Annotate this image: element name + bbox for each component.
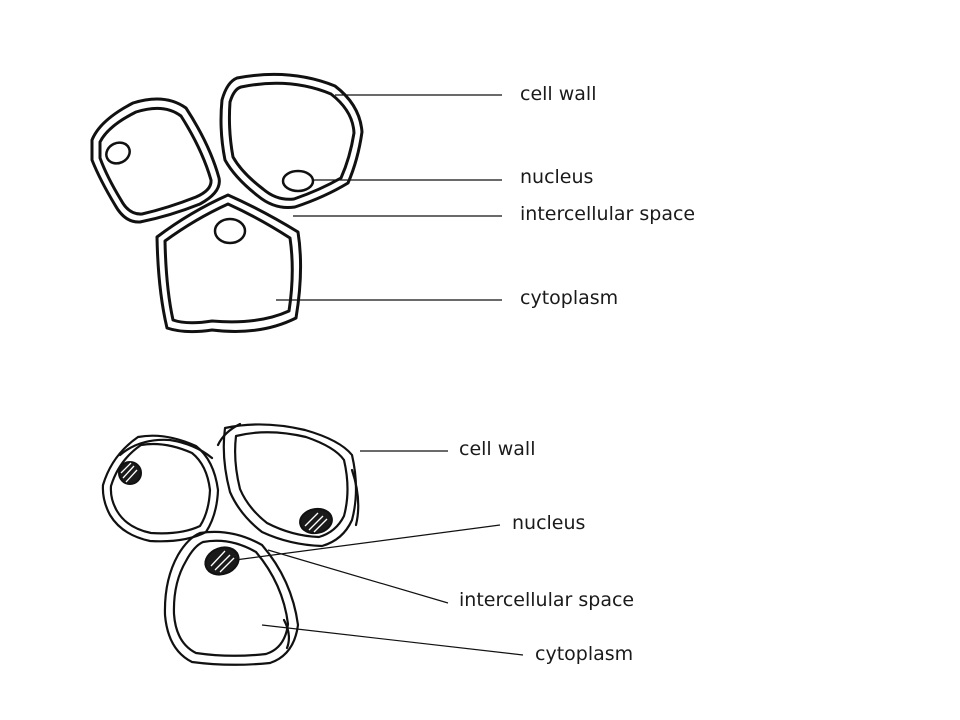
- bottom-leader-nucleus: [234, 524, 501, 561]
- bottom-cell-bottom-inner-wall: [172, 539, 290, 657]
- top-cell-bottom-outer-wall: [155, 193, 303, 334]
- bottom-cell-left: [101, 434, 220, 543]
- top-cell-left-nucleus: [105, 141, 131, 165]
- bottom-cell-right-outer-wall: [222, 423, 358, 548]
- top-cell-left-outer-wall: [90, 97, 221, 224]
- top-cell-right-outer-wall: [219, 72, 364, 209]
- bottom-cell-bottom: [163, 530, 300, 666]
- diagram-bottom: cell wall nucleus intercellular space cy…: [101, 422, 634, 666]
- top-cell-left: [90, 97, 221, 224]
- top-cell-left-inner-wall: [98, 106, 213, 216]
- bottom-leader-intercellular-space: [267, 549, 449, 604]
- diagram-top: cell wall nucleus intercellular space cy…: [90, 72, 695, 334]
- bottom-label-cell-wall: cell wall: [459, 438, 535, 460]
- top-cell-bottom: [155, 193, 303, 334]
- bottom-cell-right-inner-wall: [234, 431, 349, 539]
- top-label-cytoplasm: cytoplasm: [520, 287, 618, 309]
- bottom-cell-bottom-outer-wall: [163, 530, 300, 666]
- top-label-intercellular-space: intercellular space: [520, 203, 695, 225]
- bottom-label-cytoplasm: cytoplasm: [535, 643, 633, 665]
- bottom-cell-left-nucleus: [118, 461, 142, 485]
- bottom-leader-cytoplasm: [261, 624, 524, 656]
- bottom-cell-right: [216, 422, 360, 548]
- bottom-label-intercellular-space: intercellular space: [459, 589, 634, 611]
- bottom-cell-left-inner-wall: [109, 442, 212, 535]
- top-cell-bottom-inner-wall: [163, 202, 294, 325]
- bottom-cell-left-outer-wall: [101, 434, 220, 543]
- top-cell-right: [219, 72, 364, 209]
- bottom-cell-right-nucleus: [299, 507, 333, 535]
- top-cell-right-nucleus: [281, 169, 315, 193]
- bottom-cell-right-sketch-stroke: [216, 422, 360, 527]
- bottom-cell-bottom-sketch-stroke: [282, 618, 291, 650]
- bottom-label-nucleus: nucleus: [512, 512, 585, 534]
- top-label-nucleus: nucleus: [520, 166, 593, 188]
- bottom-cell-bottom-nucleus: [204, 546, 240, 576]
- top-cell-right-inner-wall: [227, 81, 356, 201]
- bottom-cell-left-sketch-stroke: [118, 438, 214, 460]
- top-label-cell-wall: cell wall: [520, 83, 596, 105]
- top-cell-bottom-nucleus: [213, 217, 247, 245]
